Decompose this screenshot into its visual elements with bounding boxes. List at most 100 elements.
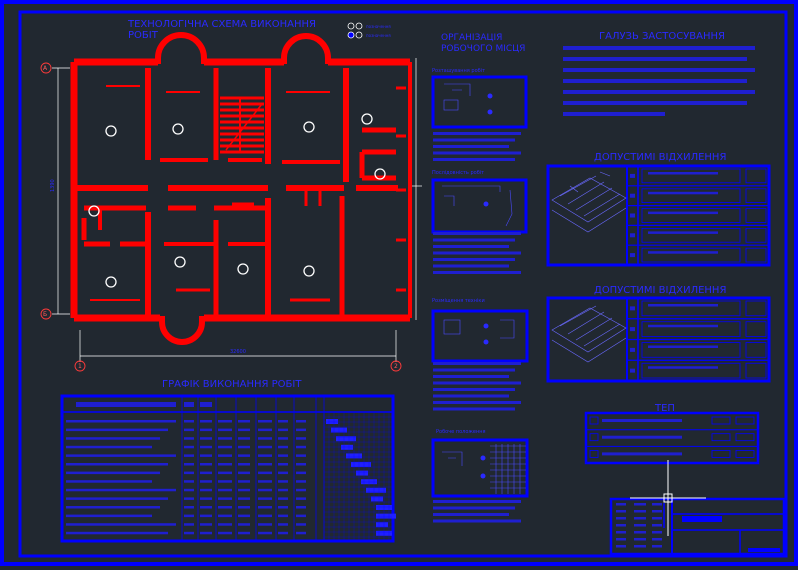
organization-title-2: РОБОЧОГО МІСЦЯ <box>441 44 525 54</box>
schedule-cell <box>200 497 212 500</box>
note-line <box>433 368 515 372</box>
schedule-cell <box>238 437 250 440</box>
header-cell <box>76 402 176 407</box>
schedule-cell <box>296 506 306 509</box>
axis-label-b: Б <box>43 311 47 318</box>
cell-box <box>735 449 755 458</box>
schedule-cell <box>258 523 272 526</box>
schedule-cell <box>200 420 212 423</box>
schedule-row-text <box>66 428 168 432</box>
header-cell <box>184 402 194 407</box>
schedule-row-text <box>66 488 176 492</box>
cell-text <box>634 503 646 506</box>
cell-box <box>711 433 731 442</box>
schedule-cell <box>184 471 194 475</box>
cell-box <box>589 449 599 458</box>
axis-marker-2 <box>390 360 402 372</box>
plan-legend: позначення позначення <box>347 22 391 39</box>
dim-horizontal: 32600 <box>230 349 246 355</box>
note-line <box>433 362 521 365</box>
schedule-cell <box>184 480 194 483</box>
schedule-cell <box>200 428 212 432</box>
schedule-row-text <box>66 463 168 466</box>
schedule-cell <box>238 488 250 492</box>
work-card-4 <box>431 438 529 498</box>
cell-text <box>616 510 626 513</box>
schedule-cell <box>184 454 194 457</box>
cell-box <box>735 433 755 442</box>
schedule-cell <box>258 437 272 440</box>
cell-box <box>745 342 767 358</box>
row-number <box>630 368 635 373</box>
cell-box <box>589 416 599 425</box>
application-title: ГАЛУЗЬ ЗАСТОСУВАННЯ <box>599 31 725 42</box>
schedule-cell <box>278 531 288 535</box>
note-line <box>563 112 665 116</box>
card-caption-4: Робоче положення <box>436 429 486 435</box>
schedule-cell <box>218 471 232 475</box>
schedule-cell <box>258 420 272 423</box>
schedule-cell <box>184 497 194 500</box>
axis-marker-a <box>40 62 52 74</box>
row-number <box>630 233 635 238</box>
cell-text <box>652 510 662 513</box>
schedule-cell <box>184 420 194 423</box>
schedule-cell <box>218 420 232 423</box>
schedule-cell <box>218 506 232 509</box>
schedule-cell <box>296 471 306 475</box>
cell-text <box>602 452 682 456</box>
cell-box <box>641 247 741 263</box>
plan-title: ТЕХНОЛОГІЧНА СХЕМА ВИКОНАННЯ <box>127 19 316 30</box>
cad-cursor-crosshair[interactable] <box>630 460 706 536</box>
note-line <box>433 506 515 510</box>
schedule-cell <box>278 437 288 440</box>
schedule-cell <box>278 514 288 518</box>
schedule-cell <box>278 454 288 457</box>
tep-title: ТЕП <box>654 403 675 414</box>
schedule-cell <box>296 420 306 423</box>
schedule-row-text <box>66 420 176 423</box>
cell-box <box>745 227 767 243</box>
schedule-row-text <box>66 497 168 500</box>
gantt-bar <box>376 513 396 519</box>
schedule-cell <box>238 428 250 432</box>
cell-text <box>652 524 662 527</box>
gantt-bar <box>371 496 383 502</box>
cell-text <box>634 545 646 548</box>
cell-box <box>589 433 599 442</box>
organization-notes <box>433 132 521 523</box>
schedule-cell <box>296 454 306 457</box>
room-markers <box>88 113 386 288</box>
schedule-cell <box>278 463 288 466</box>
schedule-cell <box>278 445 288 449</box>
note-line <box>563 46 755 50</box>
note-line <box>433 238 515 242</box>
schedule-row-text <box>66 480 152 483</box>
cell-box <box>641 227 741 243</box>
schedule-cell <box>278 471 288 475</box>
schedule-cell <box>278 480 288 483</box>
row-number <box>630 253 635 258</box>
schedule-cell <box>218 463 232 466</box>
cell-text <box>616 517 626 520</box>
schedule-cell <box>200 471 212 475</box>
axis-label-2: 2 <box>394 363 398 370</box>
cell-box <box>641 188 741 204</box>
work-card-4-grid <box>442 444 526 494</box>
schedule-cell <box>296 437 306 440</box>
card-caption-1: Розташування робіт <box>432 68 485 74</box>
cell-text <box>616 503 626 506</box>
note-line <box>433 271 521 274</box>
schedule-cell <box>238 471 250 475</box>
row-number <box>630 306 635 311</box>
schedule-cell <box>278 420 288 423</box>
cell-text <box>616 531 626 534</box>
cell-box <box>735 416 755 425</box>
row-number <box>630 193 635 198</box>
schedule-cell <box>296 531 306 535</box>
card-caption-2: Послідовність робіт <box>432 170 484 176</box>
deviation-sketch-2 <box>551 305 627 363</box>
schedule-row-text <box>66 531 168 535</box>
schedule-cell <box>218 497 232 500</box>
